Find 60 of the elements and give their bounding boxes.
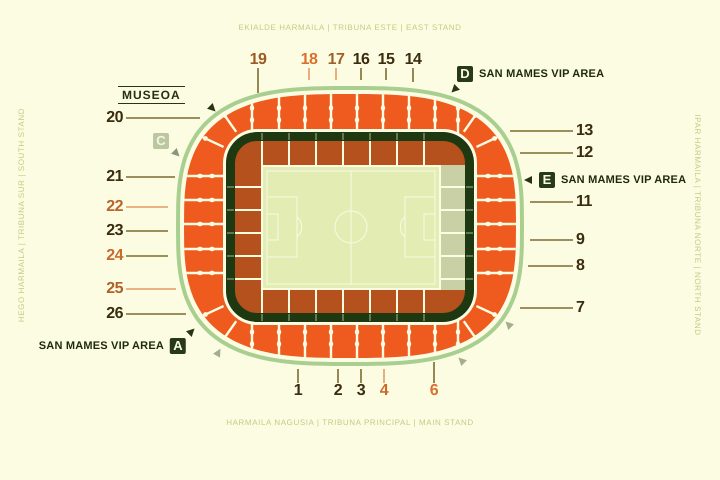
gate-number: 25 bbox=[103, 281, 126, 297]
museum-label: MUSEOA bbox=[118, 86, 185, 104]
area-label: SAN MAMES VIP AREA bbox=[479, 68, 604, 80]
leader-line bbox=[308, 68, 310, 80]
gate-number: 3 bbox=[354, 383, 368, 399]
leader-line bbox=[126, 176, 175, 178]
leader-line bbox=[337, 369, 339, 383]
gate-number: 20 bbox=[103, 110, 126, 126]
gate-number: 2 bbox=[330, 383, 346, 399]
letter-badge: A bbox=[170, 338, 186, 354]
gate-number: 8 bbox=[573, 258, 588, 274]
gate-number: 21 bbox=[103, 169, 126, 185]
gate-number: 13 bbox=[573, 123, 596, 139]
leader-line bbox=[297, 369, 299, 383]
gate-number: 6 bbox=[426, 383, 442, 399]
leader-line bbox=[528, 265, 573, 267]
letter-badge: E bbox=[539, 172, 555, 188]
gate-number: 24 bbox=[103, 248, 126, 264]
area-label: SAN MAMES VIP AREA bbox=[38, 340, 164, 352]
leader-line bbox=[383, 369, 385, 383]
leader-line bbox=[126, 255, 168, 257]
leader-line bbox=[520, 152, 573, 154]
stand-label: HARMAILA NAGUSIA | TRIBUNA PRINCIPAL | MAIN STAND bbox=[226, 418, 474, 428]
stand-label: IPAR HARMAILA | TRIBUNA NORTE | NORTH STAND bbox=[692, 114, 702, 336]
gate-number: 7 bbox=[573, 300, 588, 316]
stand-label: HEGO HARMAILA | TRIBUNA SUR | SOUTH STAND bbox=[17, 108, 27, 322]
leader-line bbox=[412, 68, 414, 82]
gate-number: 12 bbox=[573, 145, 596, 161]
leader-line bbox=[126, 230, 168, 232]
gate-number: 17 bbox=[324, 52, 348, 68]
leader-line bbox=[385, 68, 387, 80]
leader-line bbox=[126, 313, 186, 315]
leader-line bbox=[360, 68, 362, 80]
gate-number: 4 bbox=[376, 383, 392, 399]
leader-line bbox=[520, 307, 573, 309]
gate-number: 1 bbox=[290, 383, 306, 399]
stand-label: EKIALDE HARMAILA | TRIBUNA ESTE | EAST STAND bbox=[238, 23, 462, 33]
leader-line bbox=[126, 206, 168, 208]
gate-number: 23 bbox=[103, 223, 126, 239]
leader-line bbox=[510, 130, 573, 132]
gate-number: 9 bbox=[573, 232, 588, 248]
gate-number: 19 bbox=[246, 52, 270, 68]
leader-line bbox=[335, 68, 337, 80]
leader-line bbox=[530, 239, 573, 241]
leader-line bbox=[126, 117, 200, 119]
leader-line bbox=[433, 362, 435, 383]
gate-number: 16 bbox=[350, 52, 372, 68]
letter-badge: C bbox=[153, 133, 169, 149]
gate-number: 22 bbox=[103, 199, 126, 215]
leader-line bbox=[126, 288, 176, 290]
gate-number: 11 bbox=[573, 194, 595, 210]
area-label: SAN MAMES VIP AREA bbox=[561, 174, 686, 186]
leader-line bbox=[530, 201, 573, 203]
gate-number: 15 bbox=[374, 52, 398, 68]
letter-badge: D bbox=[457, 66, 473, 82]
gate-number: 26 bbox=[103, 306, 126, 322]
leader-line bbox=[360, 369, 362, 383]
gate-number: 18 bbox=[298, 52, 320, 68]
leader-line bbox=[257, 68, 259, 93]
gate-number: 14 bbox=[402, 52, 424, 68]
